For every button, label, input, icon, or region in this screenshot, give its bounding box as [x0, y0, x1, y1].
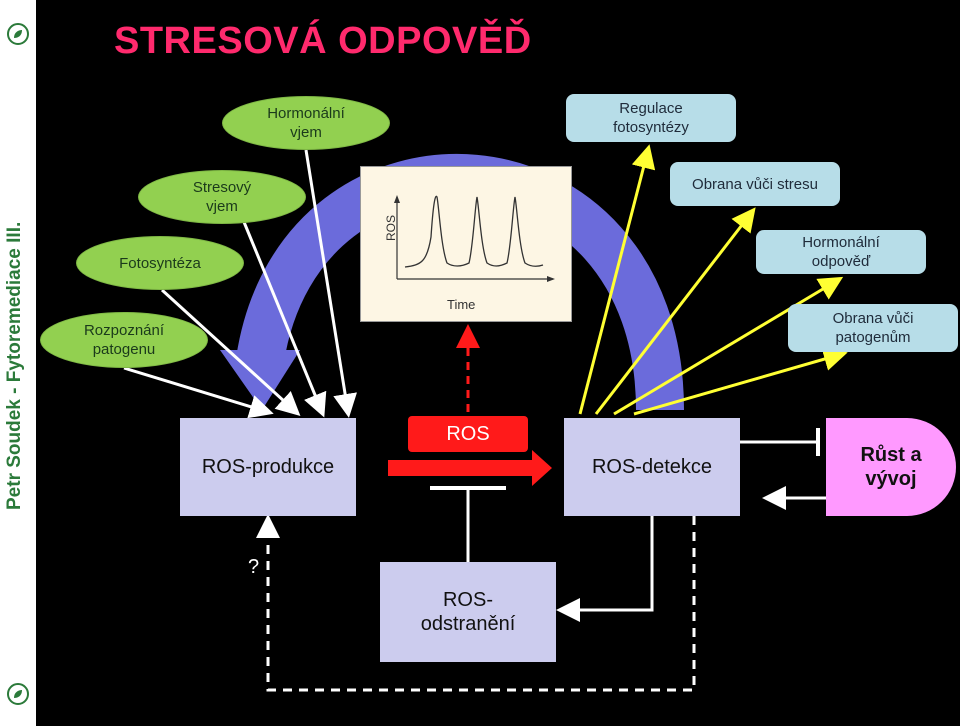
- chart-x-label: Time: [447, 297, 475, 312]
- photosynthesis-regulation-node: Regulace fotosyntézy: [566, 94, 736, 142]
- ros-label: ROS: [408, 416, 528, 452]
- pathogen-recognition-node: Rozpoznání patogenu: [40, 312, 208, 368]
- growth-box: Růst a vývoj: [826, 418, 956, 516]
- ros-removal-box: ROS- odstranění: [380, 562, 556, 662]
- photosynthesis-node: Fotosyntéza: [76, 236, 244, 290]
- logo-top-icon: [6, 22, 30, 46]
- page-title: STRESOVÁ ODPOVĚĎ: [114, 20, 532, 62]
- hormonal-effect-node: Hormonální vjem: [222, 96, 390, 150]
- sidebar: Petr Soudek - Fytoremediace III.: [0, 0, 36, 726]
- logo-bottom-icon: [6, 682, 30, 706]
- ros-production-box: ROS-produkce: [180, 418, 356, 516]
- ros-oscillation-line: [404, 195, 544, 268]
- chart-y-label: ROS: [384, 215, 398, 241]
- pathogen-defense-node: Obrana vůči patogenům: [788, 304, 958, 352]
- hormonal-response-node: Hormonální odpověď: [756, 230, 926, 274]
- stress-defense-node: Obrana vůči stresu: [670, 162, 840, 206]
- question-mark: ?: [248, 556, 260, 578]
- ros-detection-box: ROS-detekce: [564, 418, 740, 516]
- ros-arrow: [388, 450, 552, 486]
- stress-effect-node: Stresový vjem: [138, 170, 306, 224]
- ros-oscillation-chart: ROS Time: [360, 166, 572, 322]
